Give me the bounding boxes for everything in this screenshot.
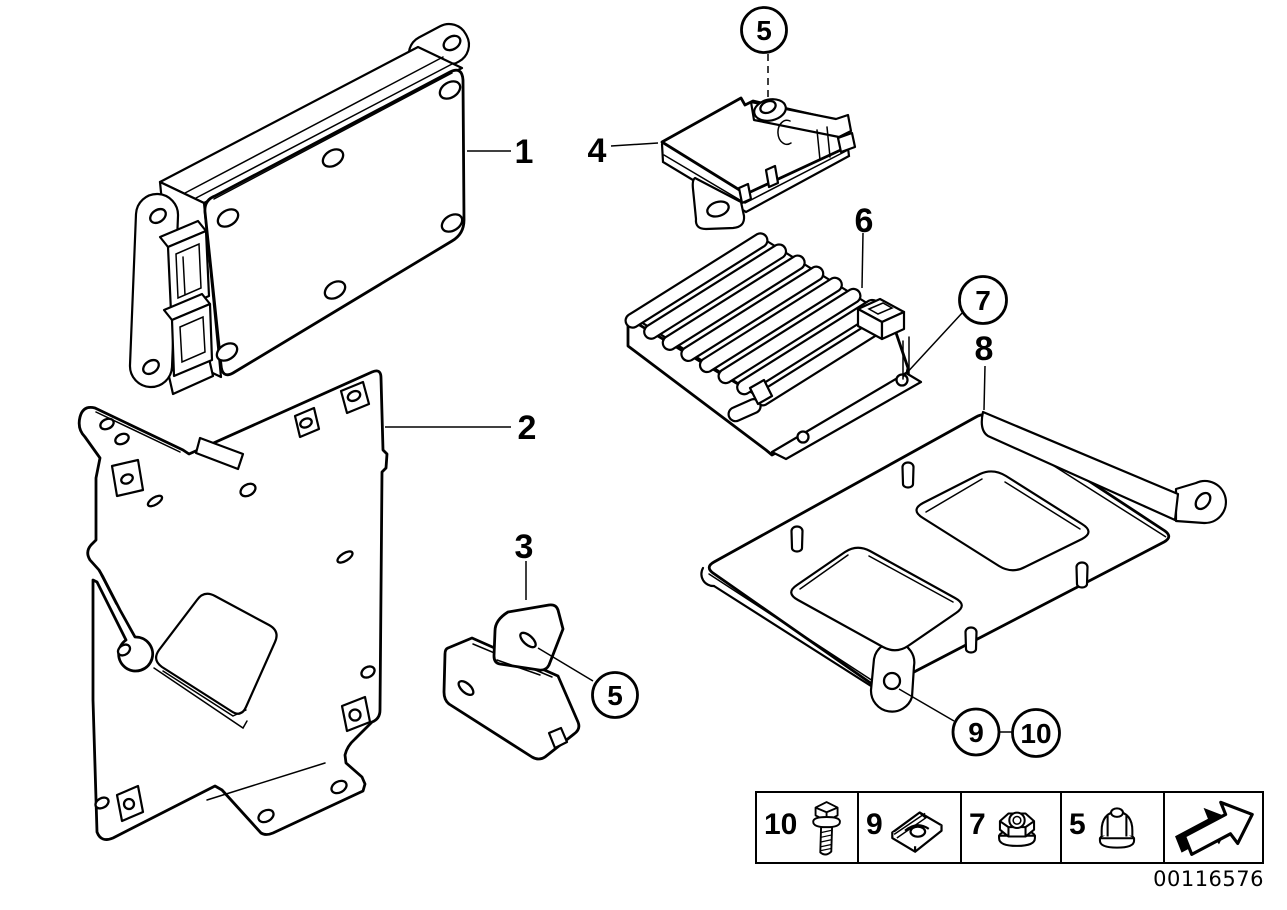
leader-lines: [385, 54, 1013, 733]
callout-circle-5a[interactable]: 5: [740, 6, 788, 54]
svg-text:9: 9: [968, 717, 984, 748]
legend-cell-cap-nut[interactable]: 5: [1062, 793, 1165, 862]
part-4-module: [660, 96, 857, 231]
svg-text:7: 7: [975, 285, 991, 316]
svg-text:5: 5: [756, 15, 772, 46]
callout-circle-10[interactable]: 10: [1011, 708, 1061, 758]
legend-ref-10: 10: [764, 807, 798, 841]
legend-cell-speed-nut[interactable]: 9: [859, 793, 962, 862]
legend-ref-9: 9: [866, 807, 883, 841]
part-6-amplifier: [624, 232, 923, 461]
legend-cell-nav[interactable]: [1165, 793, 1262, 862]
heatsink-fins: [624, 232, 899, 407]
part-1-control-unit: [128, 22, 471, 396]
callout-circle-5b[interactable]: 5: [591, 671, 639, 719]
cap-nut-icon: [1098, 806, 1135, 849]
callout-3[interactable]: 3: [515, 528, 534, 566]
part-2-mounting-plate: [77, 369, 389, 841]
drawing-number: 00116576: [1153, 867, 1264, 891]
callout-circle-9[interactable]: 9: [951, 707, 1001, 757]
flange-nut-icon: [997, 811, 1036, 847]
part-1-screw-holes: [215, 80, 464, 362]
svg-text:5: 5: [607, 680, 623, 711]
callout-2[interactable]: 2: [518, 409, 537, 447]
callout-4[interactable]: 4: [588, 132, 607, 170]
part-8-amplifier-tray: [700, 410, 1227, 713]
tray-pins: [790, 461, 1089, 654]
part-3-small-bracket: [442, 603, 581, 761]
speed-nut-icon: [890, 810, 943, 853]
legend-ref-5: 5: [1069, 807, 1086, 841]
fastener-legend: 10 9 7: [755, 791, 1264, 864]
legend-cell-flange-nut[interactable]: 7: [962, 793, 1062, 862]
legend-ref-7: 7: [969, 807, 986, 841]
callout-6[interactable]: 6: [855, 202, 874, 240]
page-arrow-icon: [1174, 800, 1254, 856]
hex-bolt-icon: [812, 800, 842, 855]
callout-circle-7[interactable]: 7: [958, 275, 1008, 325]
svg-text:10: 10: [1020, 718, 1051, 749]
amplifier-connector: [856, 297, 906, 341]
legend-cell-bolt[interactable]: 10: [757, 793, 859, 862]
callouts: 1 2 3 4 6 8 5 7 5 9 10: [515, 6, 1061, 758]
callout-1[interactable]: 1: [515, 133, 534, 171]
callout-8[interactable]: 8: [975, 330, 994, 368]
